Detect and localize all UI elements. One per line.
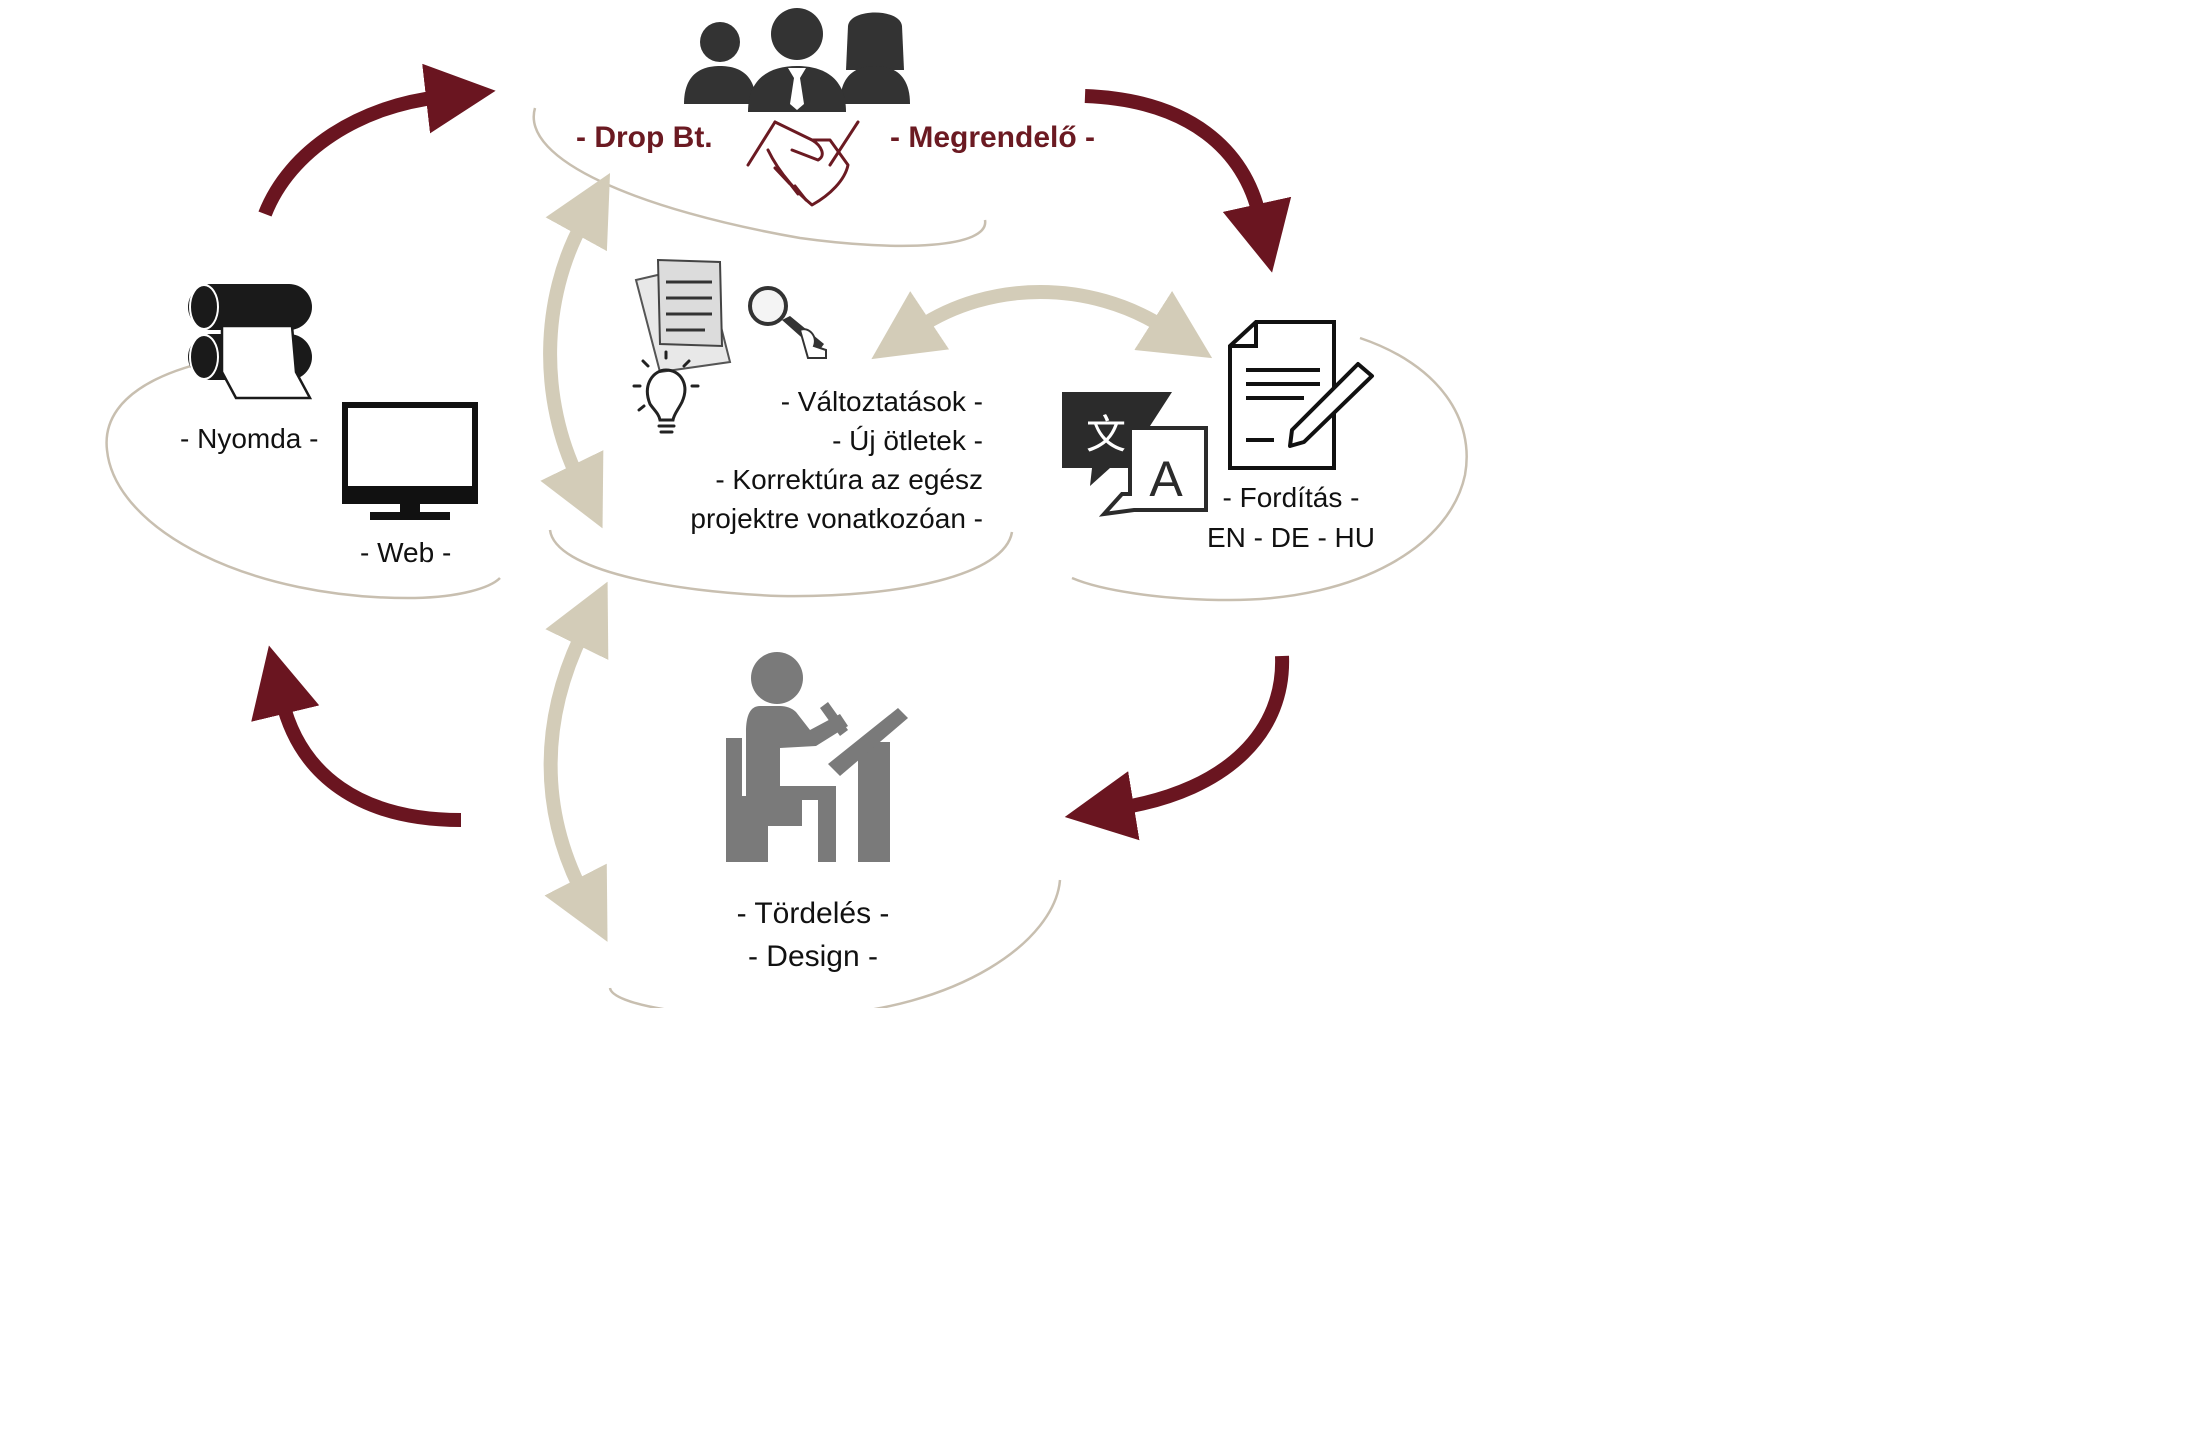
changes-text: - Változtatások - - Új ötletek - - Korre… bbox=[600, 382, 983, 538]
translate-glyph-a: A bbox=[1149, 451, 1183, 507]
arrow-center-bottom-double bbox=[543, 581, 609, 942]
monitor-icon bbox=[342, 402, 478, 520]
printer-rollers-icon bbox=[188, 284, 313, 400]
cycle-diagram: 文 A bbox=[105, 8, 1468, 1008]
right-ellipse-arc bbox=[1071, 336, 1468, 602]
arrow-top-to-right bbox=[1084, 89, 1292, 273]
megrendelo-label: - Megrendelő - bbox=[890, 121, 1096, 154]
design-line-1: - Tördelés - bbox=[736, 897, 890, 930]
translate-glyph-zh: 文 bbox=[1086, 412, 1126, 458]
people-group-icon bbox=[684, 8, 910, 112]
changes-line-1: - Változtatások - bbox=[780, 386, 983, 417]
arrow-bottom-to-left bbox=[251, 645, 462, 827]
changes-line-2: - Új ötletek - bbox=[832, 425, 983, 456]
changes-line-3: - Korrektúra az egész bbox=[715, 464, 983, 495]
designer-at-desk-icon bbox=[726, 652, 908, 862]
arrow-left-to-top bbox=[258, 63, 496, 217]
translation-line-1: - Fordítás - bbox=[1222, 482, 1360, 513]
design-line-2: - Design - bbox=[747, 940, 879, 973]
lightbulb-icon bbox=[632, 350, 700, 434]
handshake-icon bbox=[746, 120, 860, 207]
documents-magnifier-icon bbox=[634, 258, 827, 374]
bottom-ellipse-arc bbox=[608, 879, 1062, 1008]
arrow-top-center-double bbox=[540, 172, 611, 529]
document-pen-icon bbox=[1228, 320, 1374, 470]
arrow-right-to-bottom bbox=[1064, 655, 1290, 841]
design-text: - Tördelés - - Design - bbox=[700, 892, 926, 978]
nyomda-label: - Nyomda - bbox=[180, 423, 319, 454]
left-ellipse-arc bbox=[105, 348, 501, 600]
web-label: - Web - bbox=[360, 537, 452, 568]
arrow-center-right-double bbox=[871, 285, 1213, 360]
changes-line-4: projektre vonatkozóan - bbox=[690, 503, 983, 534]
drop-bt-label: - Drop Bt. bbox=[576, 121, 713, 154]
translation-text: - Fordítás - EN - DE - HU bbox=[1206, 478, 1376, 558]
top-ellipse-arc bbox=[532, 107, 987, 248]
center-ellipse-arc bbox=[548, 529, 1014, 598]
translate-icon: 文 A bbox=[1062, 392, 1208, 517]
translation-line-2: EN - DE - HU bbox=[1207, 522, 1375, 553]
